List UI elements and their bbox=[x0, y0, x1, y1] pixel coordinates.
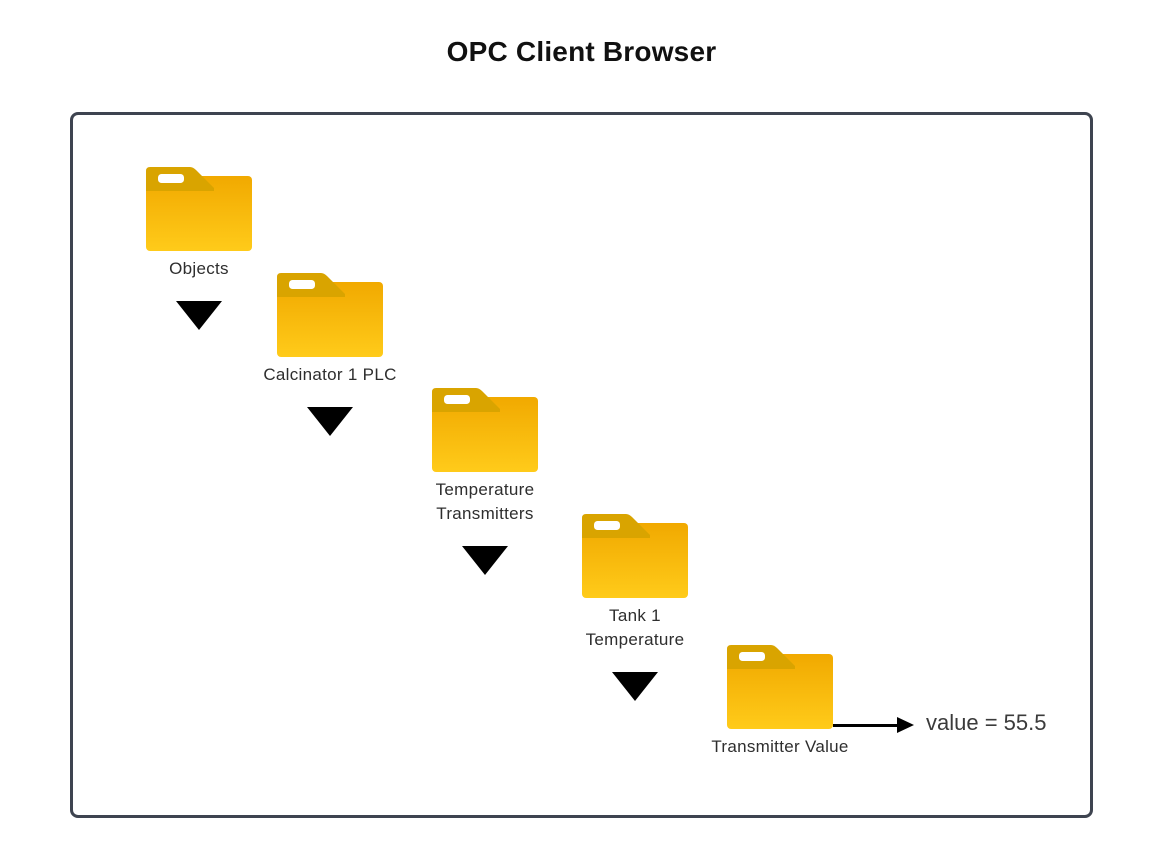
node-label: Temperature Transmitters bbox=[435, 480, 535, 523]
node-label: Transmitter Value bbox=[711, 737, 849, 756]
expand-triangle-icon[interactable] bbox=[307, 407, 353, 436]
folder-icon[interactable] bbox=[432, 388, 538, 472]
expand-triangle-icon[interactable] bbox=[176, 301, 222, 330]
value-annotation: value = 55.5 bbox=[926, 710, 1047, 735]
tree-node-transmitter-value[interactable]: Transmitter Value bbox=[670, 645, 890, 759]
tree-node-objects[interactable]: Objects bbox=[89, 167, 309, 330]
node-label: Tank 1 Temperature bbox=[585, 606, 685, 649]
expand-triangle-icon[interactable] bbox=[462, 546, 508, 575]
right-arrow-head-icon bbox=[897, 717, 914, 733]
folder-icon[interactable] bbox=[582, 514, 688, 598]
folder-icon[interactable] bbox=[277, 273, 383, 357]
page-title: OPC Client Browser bbox=[446, 36, 717, 67]
node-label: Calcinator 1 PLC bbox=[263, 365, 397, 384]
tree-node-calcinator-1-plc[interactable]: Calcinator 1 PLC bbox=[220, 273, 440, 436]
expand-triangle-icon[interactable] bbox=[612, 672, 658, 701]
node-label: Objects bbox=[169, 259, 229, 278]
tree-node-temperature-transmitters[interactable]: Temperature Transmitters bbox=[375, 388, 595, 575]
folder-icon[interactable] bbox=[146, 167, 252, 251]
folder-icon[interactable] bbox=[727, 645, 833, 729]
tree-node-tank-1-temperature[interactable]: Tank 1 Temperature bbox=[525, 514, 745, 701]
right-arrow-icon bbox=[833, 724, 897, 727]
